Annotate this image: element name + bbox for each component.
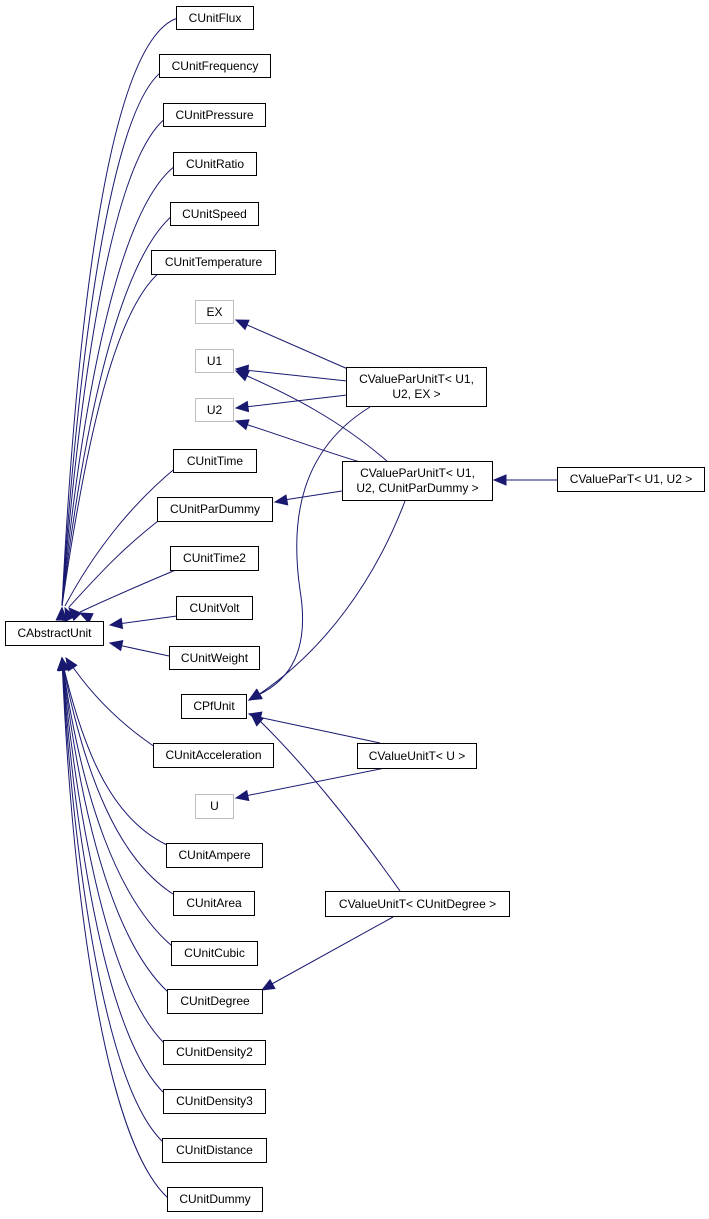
edge-cunittime2-arrowhead — [78, 612, 94, 624]
edge-cunitweight-arrowhead — [108, 639, 124, 652]
edge-cunitcubic — [57, 656, 173, 947]
node-cunitvolt[interactable]: CUnitVolt — [176, 596, 253, 620]
edge-vpu-ex-to-u2-arrowhead — [234, 400, 250, 413]
edge-vpu-dummy-to-u2-arrowhead — [234, 419, 250, 431]
edge-cunitpardummy-arrowhead — [68, 607, 82, 621]
node-cvalueparT-u1-u2[interactable]: CValueParT< U1, U2 > — [557, 467, 705, 492]
edge-cunitratio — [55, 165, 176, 621]
edge-vpu-dummy-to-pfunit — [247, 500, 406, 701]
node-cpfunit[interactable]: CPfUnit — [181, 694, 247, 719]
edge-cunittemperature — [55, 271, 161, 621]
node-cunitcubic[interactable]: CUnitCubic — [171, 941, 258, 966]
node-cunitdummy[interactable]: CUnitDummy — [167, 1187, 263, 1212]
node-cunitfrequency[interactable]: CUnitFrequency — [159, 54, 271, 78]
edge-vpt-to-vpu-dummy — [492, 474, 557, 486]
node-cvalueunitt-u[interactable]: CValueUnitT< U > — [357, 743, 477, 769]
node-u[interactable]: U — [195, 794, 234, 819]
edge-vpu-dummy-to-u2 — [234, 419, 361, 463]
edge-vu-degree-to-pfunit-arrowhead — [250, 713, 265, 727]
edge-vpu-dummy-to-u1-arrowhead — [234, 370, 250, 382]
node-cunitdistance[interactable]: CUnitDistance — [162, 1138, 267, 1163]
node-cunitpressure[interactable]: CUnitPressure — [163, 103, 266, 127]
edge-cunitpardummy — [68, 517, 163, 621]
edge-cunitdummy — [56, 656, 169, 1199]
node-ex[interactable]: EX — [195, 300, 234, 324]
node-cabstractunit[interactable]: CAbstractUnit — [5, 621, 104, 646]
node-cunitarea[interactable]: CUnitArea — [173, 891, 255, 916]
node-cvalueparunitt-u1-u2-cunitpardummy[interactable]: CValueParUnitT< U1, U2, CUnitParDummy > — [342, 461, 493, 501]
node-cunitweight[interactable]: CUnitWeight — [169, 646, 260, 670]
edge-vu-degree-to-cunitdegree-arrowhead — [260, 978, 276, 991]
node-cunitdensity3[interactable]: CUnitDensity3 — [163, 1089, 266, 1114]
node-cunittime2[interactable]: CUnitTime2 — [170, 546, 259, 571]
node-cvalueparunitt-u1-u2-ex[interactable]: CValueParUnitT< U1, U2, EX > — [346, 367, 487, 407]
edge-cunitvolt — [108, 615, 178, 630]
node-cunitpardummy[interactable]: CUnitParDummy — [157, 497, 273, 522]
edge-vu-u-to-pfunit — [247, 711, 381, 744]
node-cunitratio[interactable]: CUnitRatio — [173, 152, 257, 176]
node-cunitampere[interactable]: CUnitAmpere — [166, 843, 263, 868]
edge-vu-u-to-u-arrowhead — [234, 789, 250, 802]
edge-vu-degree-to-pfunit — [250, 713, 401, 892]
node-cunittime[interactable]: CUnitTime — [173, 449, 257, 473]
edge-vpu-ex-to-ex-arrowhead — [234, 319, 250, 331]
edge-cunitvolt-arrowhead — [108, 617, 124, 630]
node-cunitspeed[interactable]: CUnitSpeed — [170, 202, 259, 226]
edge-cunitdummy-arrowhead — [56, 656, 69, 671]
node-cvalueunitt-cunitdegree[interactable]: CValueUnitT< CUnitDegree > — [325, 891, 510, 917]
edge-cunittemperature-arrowhead — [55, 606, 68, 621]
node-u1[interactable]: U1 — [195, 349, 234, 373]
edge-vpu-ex-to-pfunit — [247, 406, 371, 701]
edge-vpu-ex-to-u2 — [234, 394, 348, 413]
node-cunitflux[interactable]: CUnitFlux — [176, 6, 254, 30]
edge-vu-u-to-u — [234, 767, 386, 802]
edge-cunittime — [64, 465, 179, 622]
node-cunittemperature[interactable]: CUnitTemperature — [151, 250, 276, 275]
edge-vu-degree-to-cunitdegree — [260, 916, 394, 991]
edge-vpu-dummy-to-pfunit-arrowhead — [247, 688, 263, 701]
edge-cunittime2 — [78, 568, 179, 624]
node-u2[interactable]: U2 — [195, 398, 234, 422]
node-cunitdensity2[interactable]: CUnitDensity2 — [163, 1040, 266, 1065]
edge-vpu-ex-to-ex — [234, 319, 351, 371]
edge-vpu-dummy-to-pardummy-arrowhead — [273, 494, 289, 506]
edge-cunitweight — [108, 639, 170, 657]
node-cunitdegree[interactable]: CUnitDegree — [167, 989, 263, 1014]
node-cunitacceleration[interactable]: CUnitAcceleration — [153, 743, 274, 768]
edge-vpu-dummy-to-u1 — [234, 370, 389, 463]
edge-vpt-to-vpu-dummy-arrowhead — [492, 474, 507, 486]
edge-vpu-dummy-to-pardummy — [273, 490, 343, 506]
